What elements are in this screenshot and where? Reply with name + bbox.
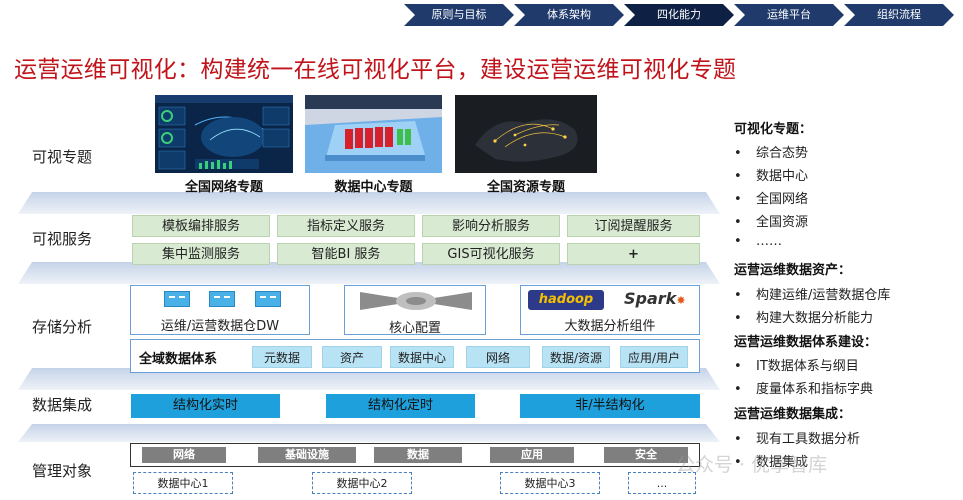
- mgmt-infrastructure[interactable]: 基础设施: [258, 447, 356, 463]
- nav-step-four-capabilities[interactable]: 四化能力: [624, 4, 734, 26]
- domain-tag-app-user[interactable]: 应用/用户: [620, 346, 688, 368]
- resource-map-thumbnail[interactable]: [455, 95, 597, 173]
- right-item: •现有工具数据分析: [734, 432, 861, 447]
- core-config-label: 核心配置: [388, 321, 441, 336]
- domain-tag-network[interactable]: 网络: [466, 346, 530, 368]
- topic-caption-datacenter: 数据中心专题: [334, 180, 413, 195]
- right-item: •度量体系和指标字典: [734, 382, 874, 397]
- right-item: •……: [734, 234, 782, 249]
- right-heading-topics: 可视化专题：: [734, 122, 813, 137]
- mgmt-data[interactable]: 数据: [374, 447, 462, 463]
- right-item: •IT数据体系与纲目: [734, 359, 859, 374]
- mgmt-network[interactable]: 网络: [142, 447, 226, 463]
- layer-divider: [18, 424, 720, 442]
- layer-divider: [18, 368, 720, 390]
- domain-tag-datacenter[interactable]: 数据中心: [390, 346, 454, 368]
- network-dashboard-thumbnail[interactable]: [155, 95, 293, 173]
- service-impact-analysis[interactable]: 影响分析服务: [422, 215, 560, 237]
- nav-step-principles[interactable]: 原则与目标: [404, 4, 514, 26]
- management-bar: [130, 443, 700, 467]
- domain-data-label: 全域数据体系: [139, 352, 218, 367]
- topic-caption-resource: 全国资源专题: [486, 180, 565, 195]
- datacenter-1[interactable]: 数据中心1: [133, 472, 233, 494]
- page-title: 运营运维可视化：构建统一在线可视化平台，建设运营运维可视化专题: [14, 57, 737, 83]
- service-central-monitoring[interactable]: 集中监测服务: [132, 243, 270, 265]
- datacenter-2[interactable]: 数据中心2: [312, 472, 412, 494]
- row-label-services: 可视服务: [32, 230, 93, 248]
- right-item: •构建运维/运营数据仓库: [734, 288, 891, 303]
- datacenter-dashboard-thumbnail[interactable]: [305, 95, 442, 173]
- service-subscription-alert[interactable]: 订阅提醒服务: [567, 215, 700, 237]
- nav-step-org-process[interactable]: 组织流程: [844, 4, 954, 26]
- cube-icon: [255, 291, 281, 307]
- nav-step-ops-platform[interactable]: 运维平台: [734, 4, 844, 26]
- row-label-topics: 可视专题: [32, 148, 93, 166]
- service-add-button[interactable]: +: [567, 243, 700, 265]
- right-item: •综合态势: [734, 146, 809, 161]
- cube-icon: [164, 291, 190, 307]
- row-label-integration: 数据集成: [32, 396, 93, 414]
- domain-tag-data-resource[interactable]: 数据/资源: [542, 346, 610, 368]
- right-heading-assets: 运营运维数据资产：: [734, 263, 852, 278]
- right-heading-integration: 运营运维数据集成：: [734, 407, 852, 422]
- nav-step-architecture[interactable]: 体系架构: [514, 4, 624, 26]
- integration-structured-realtime[interactable]: 结构化实时: [131, 394, 280, 418]
- dw-label: 运维/运营数据仓DW: [160, 319, 280, 334]
- layer-divider: [18, 192, 720, 214]
- integration-structured-scheduled[interactable]: 结构化定时: [326, 394, 475, 418]
- domain-tag-assets[interactable]: 资产: [322, 346, 382, 368]
- service-smart-bi[interactable]: 智能BI 服务: [277, 243, 415, 265]
- datacenter-more[interactable]: ...: [628, 472, 696, 494]
- service-metric-definition[interactable]: 指标定义服务: [277, 215, 415, 237]
- right-heading-system: 运营运维数据体系建设：: [734, 335, 878, 350]
- topic-caption-network: 全国网络专题: [184, 180, 263, 195]
- bigdata-box: [520, 285, 700, 335]
- domain-tag-metadata[interactable]: 元数据: [252, 346, 312, 368]
- mgmt-security[interactable]: 安全: [604, 447, 688, 463]
- mgmt-application[interactable]: 应用: [490, 447, 574, 463]
- right-item: •全国网络: [734, 192, 809, 207]
- spark-logo: Spark✸: [624, 289, 686, 308]
- cube-icon: [209, 291, 235, 307]
- datacenter-3[interactable]: 数据中心3: [500, 472, 600, 494]
- row-label-management: 管理对象: [32, 462, 93, 480]
- right-item: •数据中心: [734, 169, 809, 184]
- layer-divider: [18, 262, 720, 284]
- core-config-icon: [360, 292, 472, 310]
- hadoop-logo: hadoop: [528, 290, 604, 310]
- right-item: •构建大数据分析能力: [734, 311, 874, 326]
- service-template-orchestration[interactable]: 模板编排服务: [132, 215, 270, 237]
- bigdata-label: 大数据分析组件: [564, 319, 656, 334]
- right-item: •全国资源: [734, 215, 809, 230]
- right-item: •数据集成: [734, 455, 809, 470]
- integration-unstructured[interactable]: 非/半结构化: [520, 394, 700, 418]
- service-gis-visualization[interactable]: GIS可视化服务: [422, 243, 560, 265]
- watermark: 公众号 · 优享智库: [676, 454, 828, 476]
- row-label-storage: 存储分析: [32, 318, 93, 336]
